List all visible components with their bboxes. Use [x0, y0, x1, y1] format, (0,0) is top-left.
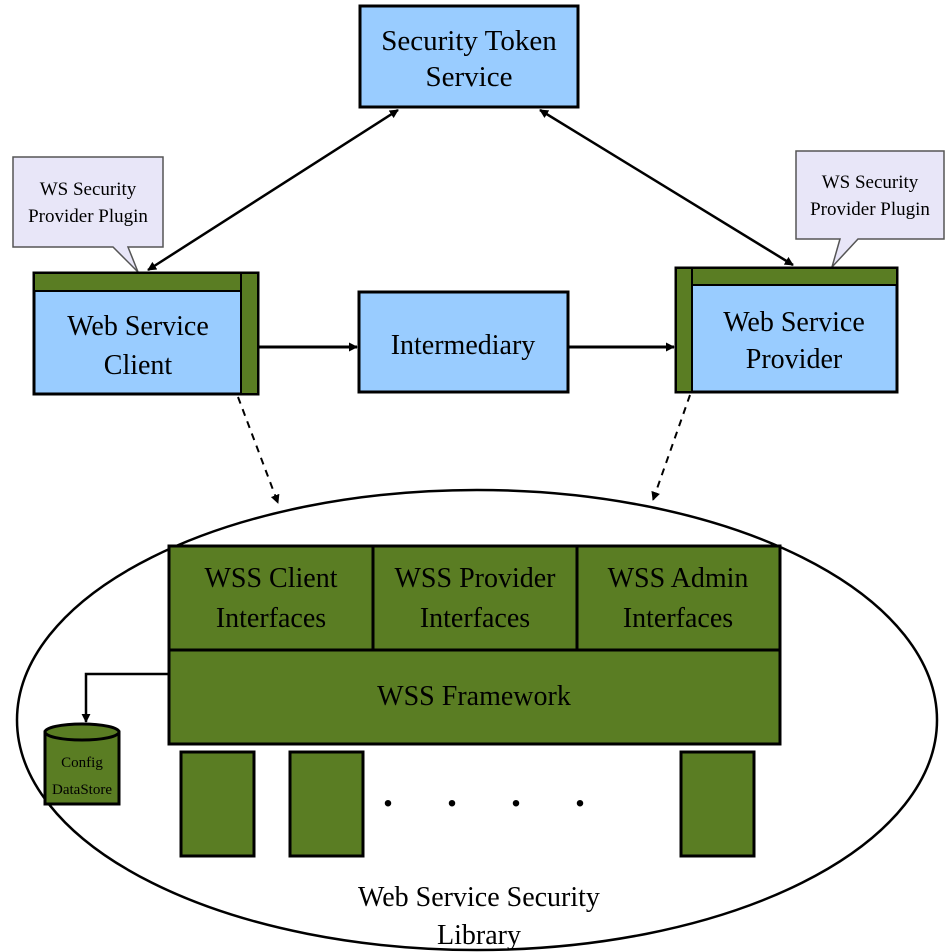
module-box-2: [288, 750, 365, 858]
plugin-callout-right: WS Security Provider Plugin: [795, 150, 945, 268]
datastore-line1: Config: [61, 755, 103, 771]
web-service-provider-box: Web Service Provider: [674, 266, 899, 394]
plugin-right-line1: WS Security: [822, 172, 919, 193]
plugin-callout-left: WS Security Provider Plugin: [12, 156, 164, 273]
sts-label-line2: Service: [426, 61, 513, 93]
wss-client-line2: Interfaces: [216, 603, 326, 634]
client-top-bar: [33, 272, 242, 292]
datastore-line2: DataStore: [52, 782, 112, 798]
wss-admin-line1: WSS Admin: [608, 563, 749, 594]
module-box-n: [679, 750, 756, 858]
provider-side-bar: [675, 267, 693, 393]
client-label-line2: Client: [104, 350, 173, 381]
module-box-1: [179, 750, 256, 858]
plugin-right-line2: Provider Plugin: [810, 199, 930, 220]
library-label-line2: Library: [437, 920, 521, 951]
wss-client-line1: WSS Client: [204, 563, 337, 594]
plugin-left-line2: Provider Plugin: [28, 206, 148, 227]
client-library-dashed-arrow: [237, 396, 280, 504]
provider-label-line1: Web Service: [723, 307, 865, 338]
provider-label-line2: Provider: [746, 344, 843, 375]
config-datastore-cylinder: Config DataStore: [43, 722, 121, 806]
security-token-service-box: Security Token Service: [358, 4, 580, 109]
intermediary-label: Intermediary: [391, 330, 536, 361]
module-ellipsis: ....: [383, 770, 639, 815]
provider-top-bar: [675, 267, 898, 286]
web-service-client-box: Web Service Client: [32, 271, 260, 396]
provider-library-dashed-arrow: [651, 394, 691, 501]
framework-datastore-arrow: [81, 672, 169, 723]
client-label-line1: Web Service: [67, 311, 209, 342]
framework-label: WSS Framework: [377, 681, 571, 712]
wss-admin-line2: Interfaces: [623, 603, 733, 634]
plugin-left-line1: WS Security: [40, 179, 137, 200]
sts-client-arrow: [147, 108, 399, 272]
wss-provider-interfaces-box: WSS Provider Interfaces: [371, 544, 579, 652]
sts-provider-arrow: [539, 108, 794, 267]
wss-provider-line1: WSS Provider: [395, 563, 557, 594]
wss-framework-box: WSS Framework: [167, 648, 782, 746]
client-side-bar: [240, 272, 259, 395]
sts-label-line1: Security Token: [381, 25, 557, 57]
library-label-line1: Web Service Security: [358, 882, 600, 913]
wss-provider-line2: Interfaces: [420, 603, 530, 634]
intermediary-box: Intermediary: [357, 290, 570, 394]
wss-admin-interfaces-box: WSS Admin Interfaces: [575, 544, 782, 652]
wss-client-interfaces-box: WSS Client Interfaces: [167, 544, 375, 652]
